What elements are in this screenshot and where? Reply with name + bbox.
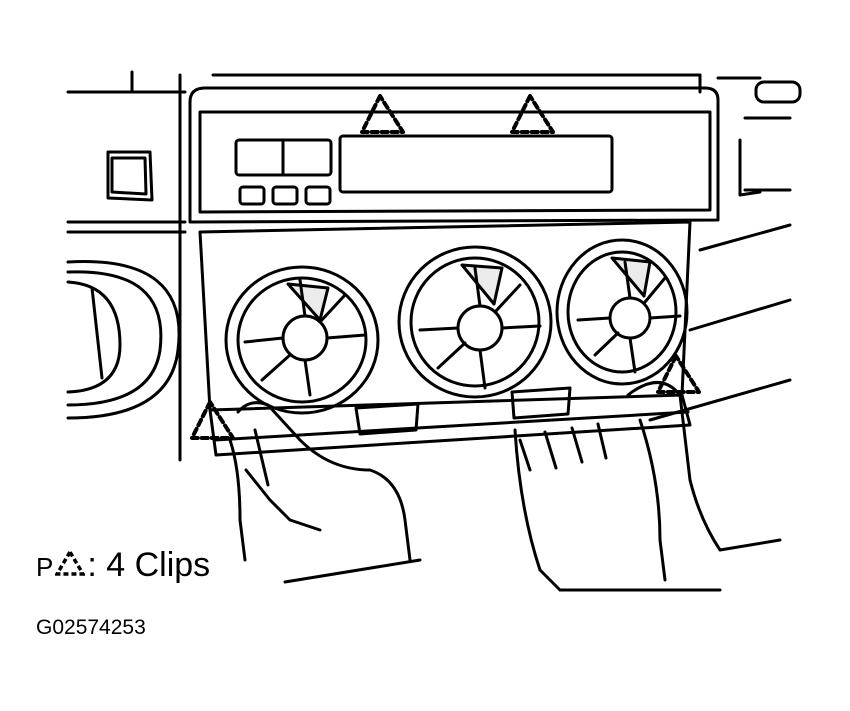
- control-knob-center: [397, 245, 553, 399]
- right-hand: [513, 381, 782, 592]
- control-knob-left: [224, 265, 380, 415]
- dashboard-outline: [66, 70, 802, 462]
- clip-markers: [190, 94, 701, 440]
- panel-buttons: [354, 386, 572, 436]
- left-round-vent: [66, 260, 181, 420]
- display-unit: [188, 86, 720, 224]
- dashed-triangle-clip-icon: [55, 550, 86, 576]
- clip-bottom-right-icon: [656, 354, 701, 394]
- clip-bottom-left-icon: [190, 400, 235, 440]
- clip-legend: P : 4 Clips: [36, 532, 210, 582]
- legend-prefix: P: [36, 552, 54, 582]
- figure-code: G02574253: [36, 616, 146, 639]
- left-trim-piece: [106, 150, 154, 202]
- legend-text: : 4 Clips: [87, 546, 211, 584]
- control-knob-right: [555, 238, 689, 386]
- left-hand: [228, 401, 422, 584]
- clip-top-right-icon: [510, 94, 555, 134]
- clip-top-left-icon: [360, 94, 405, 134]
